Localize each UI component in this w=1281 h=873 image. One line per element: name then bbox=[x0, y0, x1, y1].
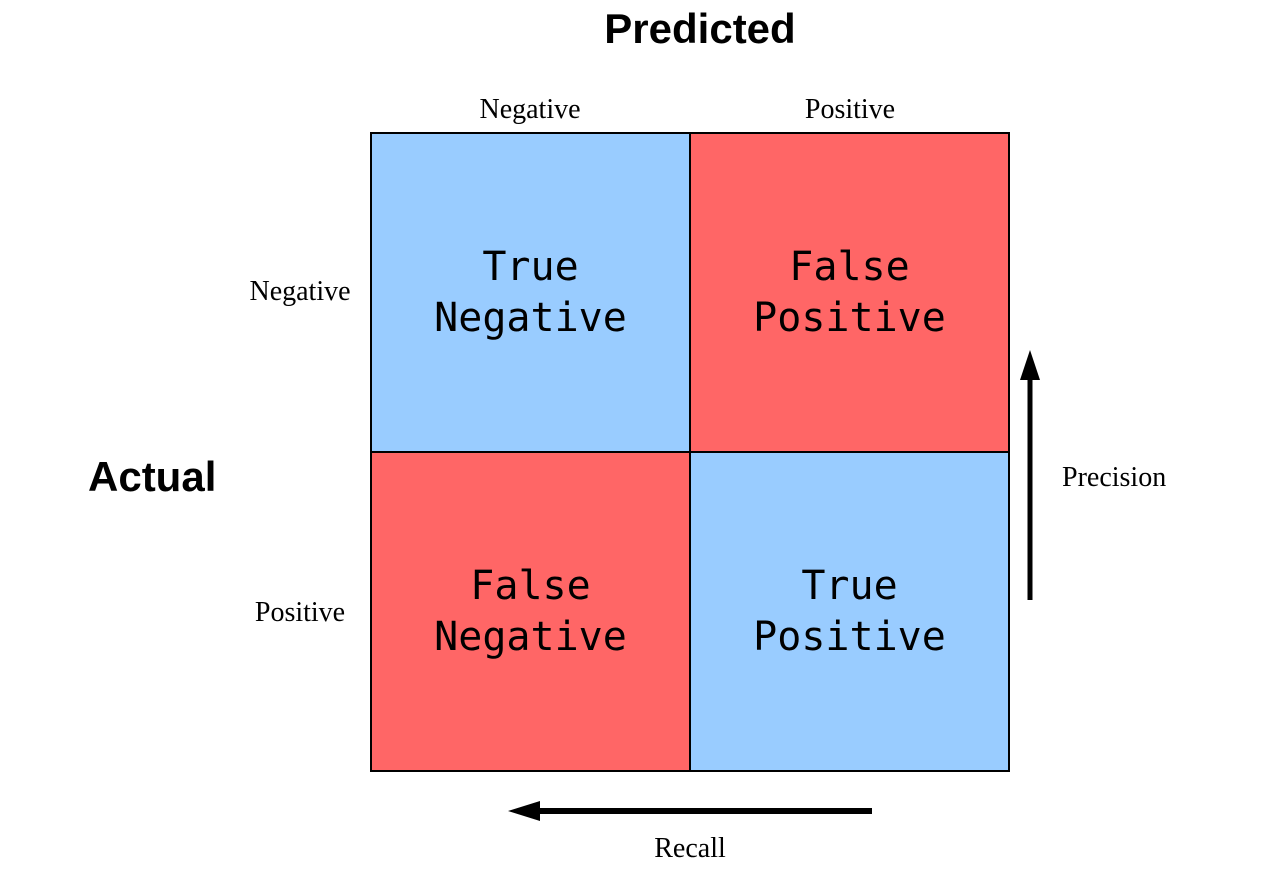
confusion-matrix-grid: True Negative False Positive False Negat… bbox=[370, 132, 1010, 772]
cell-false-negative: False Negative bbox=[372, 453, 689, 770]
column-label-positive: Positive bbox=[804, 94, 896, 125]
cell-true-negative: True Negative bbox=[372, 134, 689, 451]
cell-true-positive: True Positive bbox=[691, 453, 1008, 770]
predicted-axis-title: Predicted bbox=[604, 5, 796, 52]
recall-left-arrow-icon bbox=[508, 801, 872, 821]
row-label-positive: Positive bbox=[254, 597, 346, 628]
precision-label: Precision bbox=[1062, 462, 1167, 493]
column-label-negative: Negative bbox=[479, 94, 581, 125]
recall-label: Recall bbox=[654, 833, 726, 864]
precision-up-arrow-icon bbox=[1020, 350, 1040, 600]
cell-false-positive: False Positive bbox=[691, 134, 1008, 451]
actual-axis-title: Actual bbox=[88, 453, 217, 500]
row-label-negative: Negative bbox=[249, 276, 351, 307]
